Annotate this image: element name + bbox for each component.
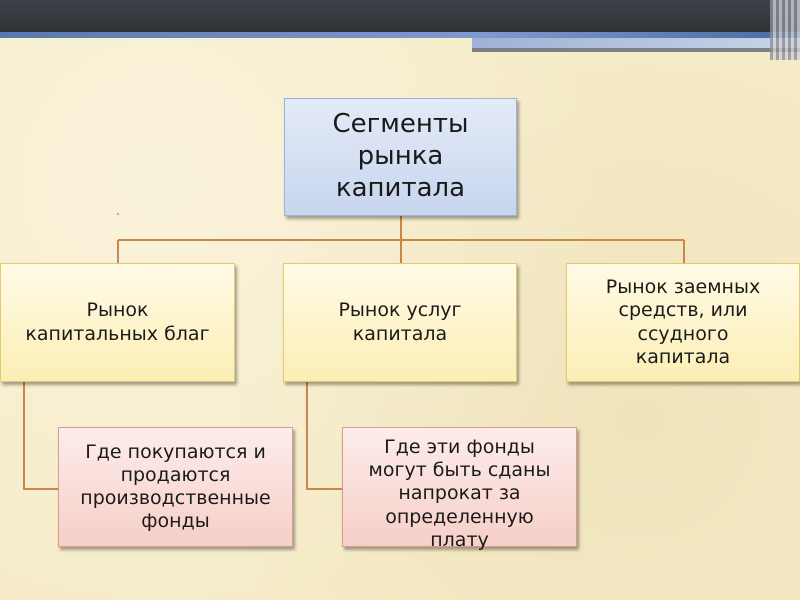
detail-node-label: Где покупаются и продаются производствен… (80, 440, 271, 533)
detail-node-capital-services: Где эти фонды могут быть сданы напрокат … (342, 427, 577, 551)
segment-node-label: Рынок услуг капитала (338, 299, 462, 345)
slide-top-bar (0, 0, 800, 32)
slide-light-stripe (472, 38, 800, 48)
detail-2-connector-line (306, 382, 342, 490)
segment-node-label: Рынок заемных средств, или ссудного капи… (605, 276, 761, 368)
detail-1-connector-line (23, 382, 58, 490)
slide-blue-stripe (0, 32, 800, 38)
root-node-label: Сегменты рынка капитала (332, 109, 469, 203)
slide-corner-pattern (770, 0, 800, 60)
segment-node-capital-goods: Рынок капитальных благ (0, 263, 235, 382)
root-node: Сегменты рынка капитала (284, 98, 517, 216)
segment-node-loan-capital: Рынок заемных средств, или ссудного капи… (566, 263, 800, 382)
segment-node-label: Рынок капитальных благ (25, 299, 210, 345)
stray-dot (117, 213, 119, 215)
detail-node-capital-goods: Где покупаются и продаются производствен… (58, 427, 293, 547)
slide-gray-stripe (472, 48, 800, 52)
segment-node-capital-services: Рынок услуг капитала (283, 263, 517, 382)
detail-node-label: Где эти фонды могут быть сданы напрокат … (368, 436, 551, 551)
